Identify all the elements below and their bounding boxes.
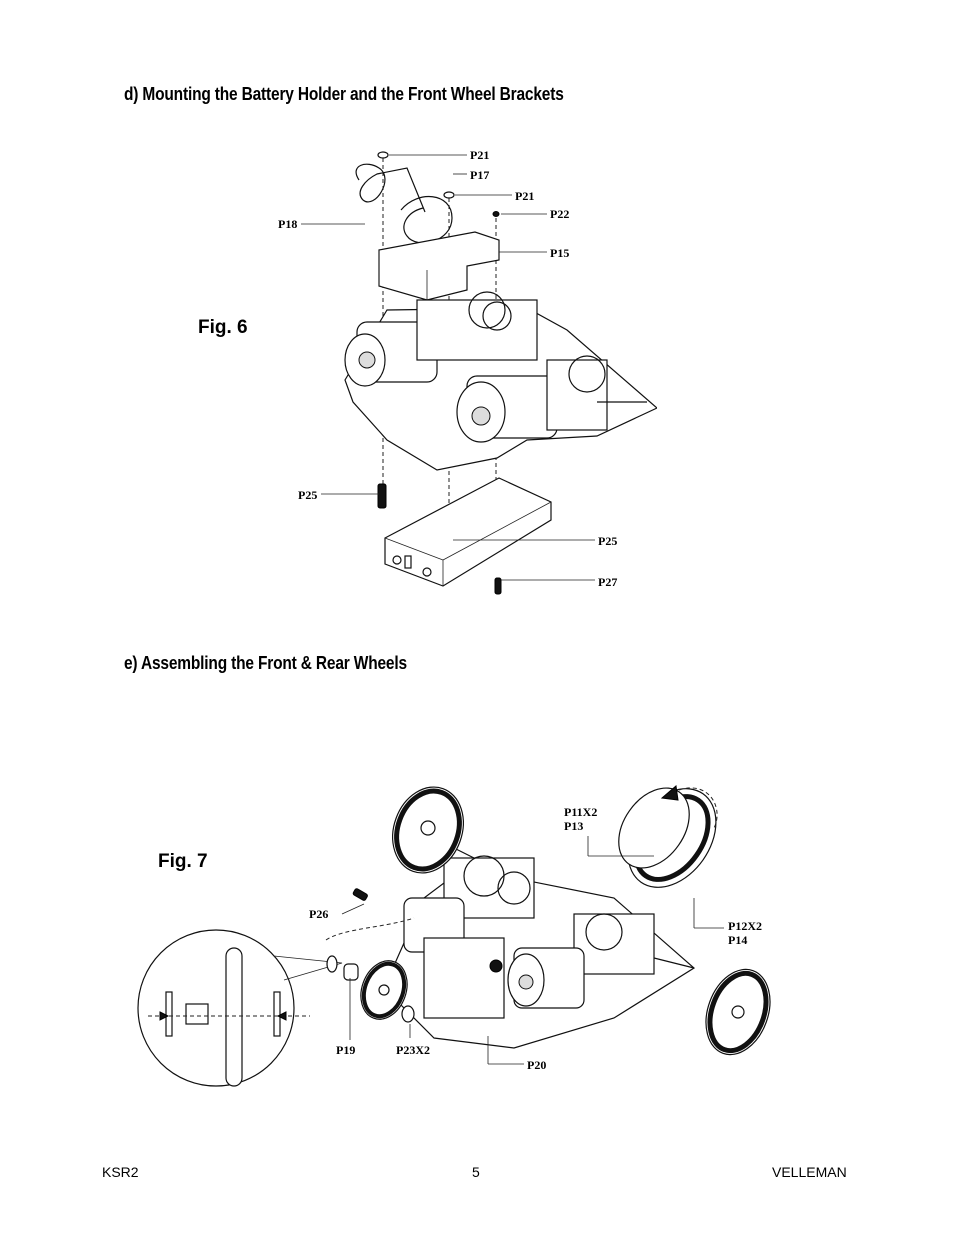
wheel-p11 <box>618 787 690 869</box>
wire-bracket-p18 <box>355 163 426 213</box>
nut-p21 <box>443 191 455 199</box>
battery-holder <box>384 477 552 587</box>
detail-spacer <box>185 1003 209 1025</box>
label-p23x2: P23X2 <box>396 1043 430 1057</box>
rotate-arrow <box>678 787 718 829</box>
label-p17: P17 <box>470 168 489 182</box>
footer-page-number: 5 <box>472 1164 480 1180</box>
fig-6-drawing: P21 P17 P21 P22 P18 P15 P25 P25 P27 <box>278 148 657 595</box>
screw-p27 <box>494 577 502 595</box>
washer-p23 <box>401 1005 415 1023</box>
gearbox-rear <box>573 913 655 975</box>
label-p18: P18 <box>278 217 297 231</box>
spacer-p19 <box>343 963 359 981</box>
label-p21: P21 <box>515 189 534 203</box>
washer <box>326 955 338 973</box>
section-d-heading: d) Mounting the Battery Holder and the F… <box>124 84 564 104</box>
fig-6-label: Fig. 6 <box>198 317 248 338</box>
detail-circle <box>137 929 295 1087</box>
label-p13: P13 <box>564 819 583 833</box>
detail-washer <box>273 991 281 1037</box>
battery-window <box>404 555 412 569</box>
fig-7-drawing: P11X2 P13 P12X2 P14 P26 P19 P23X2 P20 <box>137 785 771 1087</box>
label-p14: P14 <box>728 933 747 947</box>
nut-p21 <box>377 151 389 159</box>
wire-bracket-p17 <box>400 196 453 244</box>
label-p25: P25 <box>298 488 317 502</box>
label-p22: P22 <box>550 207 569 221</box>
label-p15: P15 <box>550 246 569 260</box>
detail-wheel <box>225 947 243 1087</box>
label-p19: P19 <box>336 1043 355 1057</box>
gearbox-1 <box>416 299 538 361</box>
label-p20: P20 <box>527 1058 546 1072</box>
front-bracket-p15 <box>378 231 500 301</box>
label-p11x2: P11X2 <box>564 805 597 819</box>
label-p12x2: P12X2 <box>728 919 762 933</box>
detail-pointer <box>273 955 343 981</box>
axle <box>453 847 475 859</box>
footer-model: KSR2 <box>102 1164 139 1180</box>
label-p27: P27 <box>598 575 617 589</box>
battery-holder <box>423 937 505 1019</box>
label-p25: P25 <box>598 534 617 548</box>
gearbox-2 <box>546 359 608 431</box>
fig-7-label: Fig. 7 <box>158 851 208 872</box>
nut-p22 <box>492 211 500 217</box>
screw-p25 <box>377 483 387 509</box>
axle <box>653 957 695 969</box>
section-e-heading: e) Assembling the Front & Rear Wheels <box>124 653 407 673</box>
screw-p26 <box>352 888 368 901</box>
label-p21: P21 <box>470 148 489 162</box>
label-p26: P26 <box>309 907 328 921</box>
detail-washer <box>165 991 173 1037</box>
footer-brand: VELLEMAN <box>772 1164 847 1180</box>
